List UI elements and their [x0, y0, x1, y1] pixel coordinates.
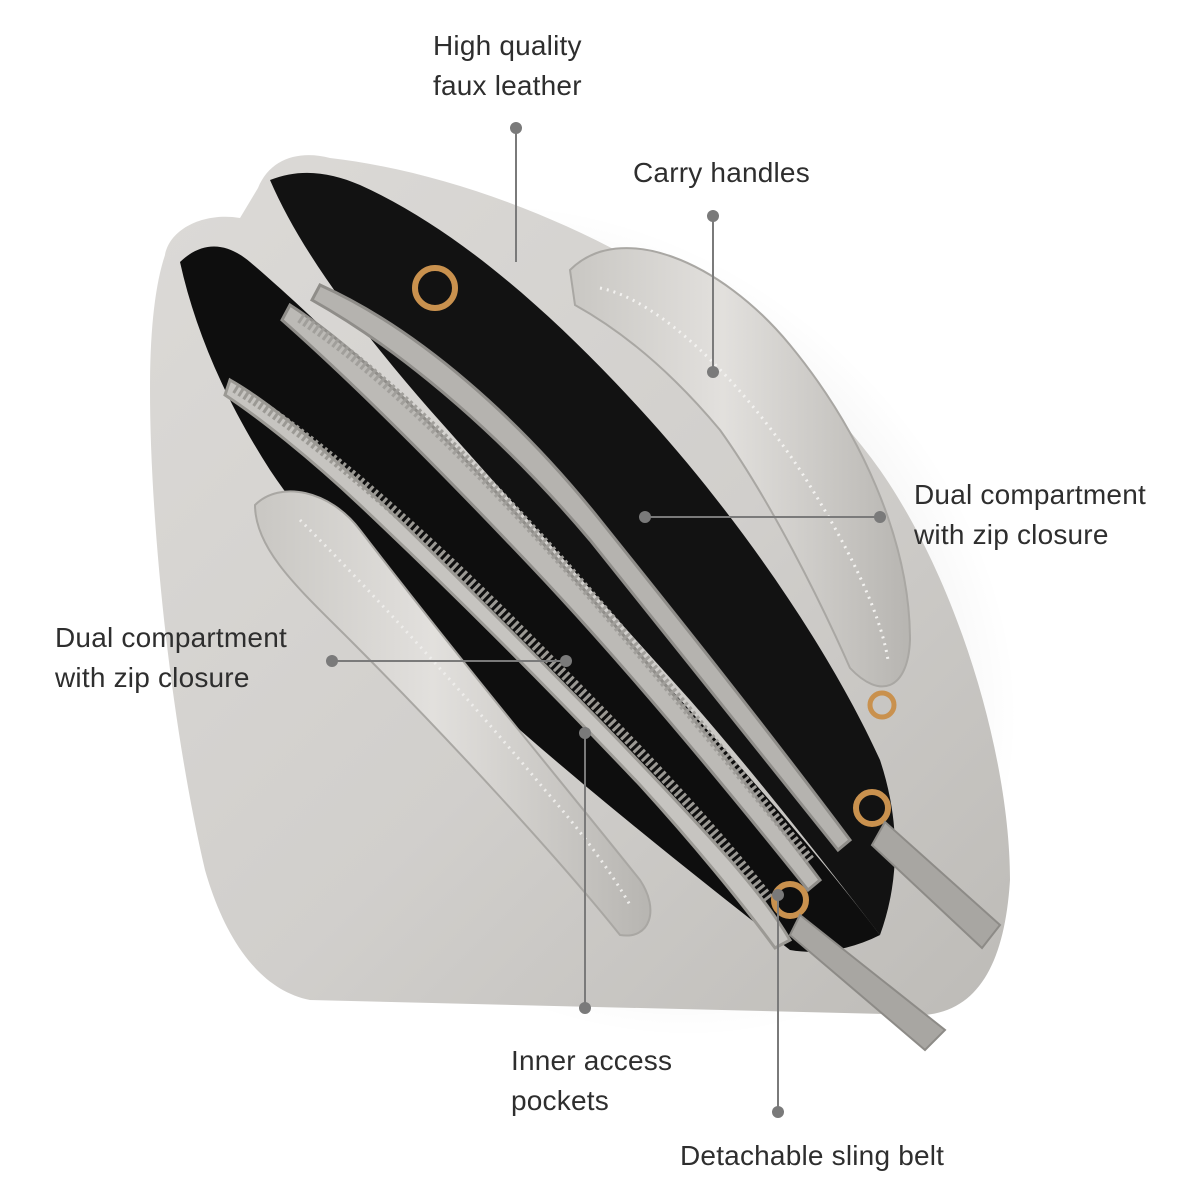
callout-line: with zip closure: [55, 662, 250, 693]
callout-line: Carry handles: [633, 157, 810, 188]
callout-inner-pockets: Inner access pockets: [511, 1041, 672, 1121]
callout-line: Detachable sling belt: [680, 1140, 945, 1171]
d-ring-top: [412, 265, 458, 311]
leader-dual-right: [639, 511, 886, 523]
zipper-track-1: [232, 383, 774, 904]
callout-line: Dual compartment: [55, 622, 287, 653]
callout-sling-belt: Detachable sling belt: [680, 1136, 944, 1176]
callout-line: Inner access: [511, 1045, 673, 1076]
callout-line: pockets: [511, 1085, 609, 1116]
handle-stitch: [599, 286, 890, 661]
zipper-pull-front: [771, 881, 947, 1052]
compartment-wall-back: [309, 283, 853, 853]
callout-faux-leather: High quality faux leather: [433, 26, 582, 106]
callout-carry-handles: Carry handles: [633, 153, 810, 193]
zipper-pull-back: [853, 789, 1002, 950]
zipper-track-2: [297, 313, 814, 864]
carry-handle-right: [568, 247, 912, 688]
d-ring-handle: [867, 690, 897, 720]
carry-handle-left: [253, 490, 652, 937]
compartment-wall-front: [223, 377, 793, 950]
callout-dual-compartment-right: Dual compartment with zip closure: [914, 475, 1146, 555]
callout-line: High quality: [433, 30, 582, 61]
leader-sling: [772, 889, 784, 1118]
callout-line: with zip closure: [914, 519, 1109, 550]
callout-line: faux leather: [433, 70, 582, 101]
leader-pockets: [579, 727, 591, 1014]
callout-dual-compartment-left: Dual compartment with zip closure: [55, 618, 287, 698]
callout-line: Dual compartment: [914, 479, 1146, 510]
leader-leather: [510, 122, 522, 262]
leader-dual-left: [326, 655, 572, 667]
leader-handles: [707, 210, 719, 378]
bag-lining: [180, 246, 880, 952]
